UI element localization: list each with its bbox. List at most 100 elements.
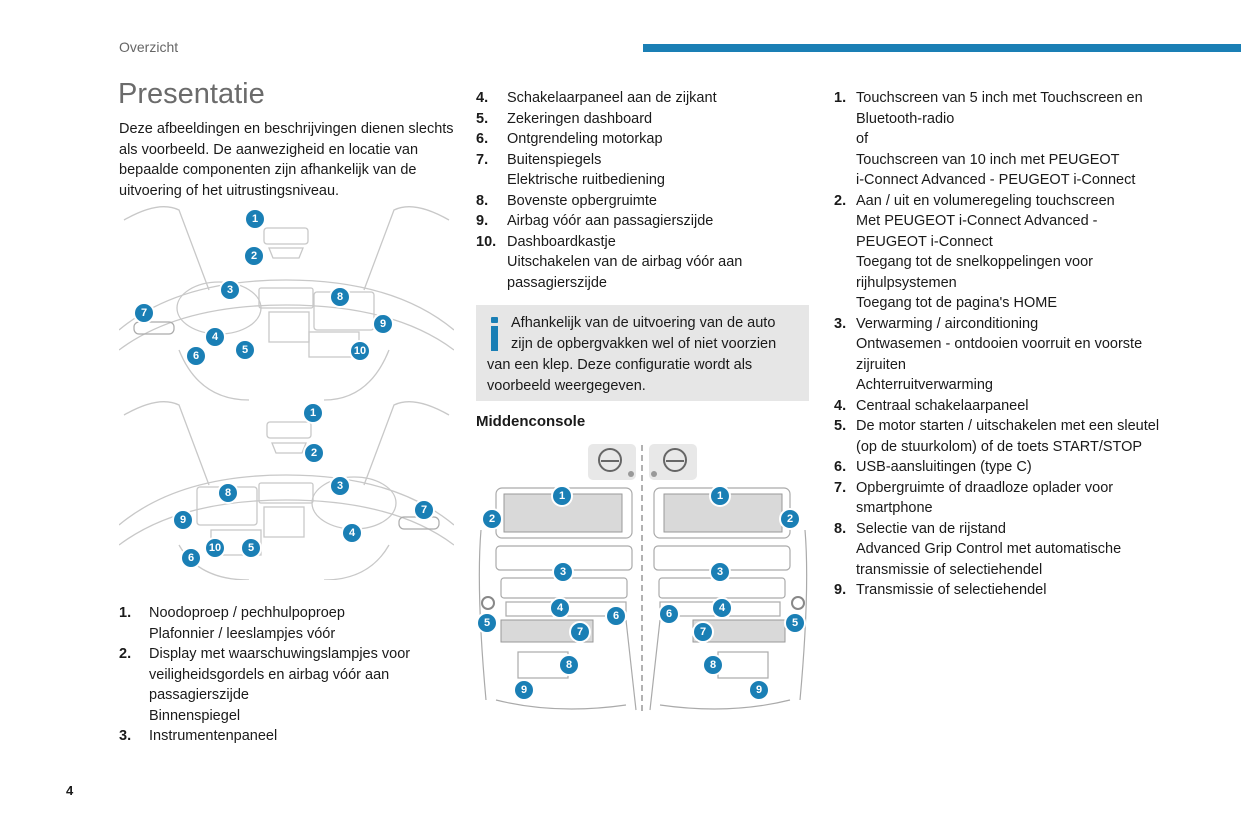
console-illustration: 1 2 3 4 5 6 7 8 9 1 2 3 4 5 6 7 8 9: [476, 444, 808, 712]
svg-text:7: 7: [141, 307, 147, 319]
page-title: Presentatie: [118, 78, 265, 110]
svg-text:7: 7: [577, 626, 583, 638]
svg-text:8: 8: [710, 659, 716, 671]
callout-4-top: 4: [204, 326, 226, 348]
svg-text:3: 3: [337, 480, 343, 492]
callout-5-top: 5: [234, 339, 256, 361]
info-icon: [487, 315, 503, 355]
svg-text:2: 2: [787, 513, 793, 525]
svg-text:6: 6: [666, 608, 672, 620]
note-line-4: voorbeeld weergegeven.: [487, 377, 646, 394]
svg-text:6: 6: [613, 610, 619, 622]
console-callout-8-left: 8: [558, 654, 580, 676]
legend-item-3: 3. Instrumentenpaneel: [119, 728, 278, 744]
page-number: 4: [66, 783, 74, 798]
svg-text:4: 4: [719, 602, 726, 614]
legend-item-5: 5.Zekeringen dashboard: [476, 110, 653, 127]
console-callout-6-left: 6: [605, 605, 627, 627]
callout-6-bottom: 6: [180, 547, 202, 569]
svg-text:8: 8: [337, 291, 343, 303]
callout-2-bottom: 2: [303, 442, 325, 464]
dashboard-bottom-view: [119, 401, 454, 580]
console-callout-7-left: 7: [569, 621, 591, 643]
legend-item-4: 4.Schakelaarpaneel aan de zijkant: [476, 90, 717, 106]
svg-text:8: 8: [566, 659, 572, 671]
callout-3-bottom: 3: [329, 475, 351, 497]
console-callout-1-left: 1: [551, 485, 573, 507]
svg-text:2: 2: [489, 513, 495, 525]
console-callout-6-right: 6: [658, 603, 680, 625]
console-heading: Middenconsole: [476, 413, 586, 430]
svg-text:10: 10: [354, 345, 366, 357]
dashboard-top-view: [119, 206, 454, 401]
console-callout-9-left: 9: [513, 679, 535, 701]
callout-3-top: 3: [219, 279, 241, 301]
section-header: Overzicht: [119, 39, 179, 55]
svg-text:7: 7: [700, 626, 706, 638]
steering-wheel-right-icon: [649, 444, 697, 480]
console-item-5: 5.De motor starten / uitschakelen met ee…: [834, 418, 1160, 455]
svg-text:9: 9: [756, 684, 762, 696]
callout-10-bottom: 10: [204, 537, 226, 559]
svg-text:4: 4: [212, 331, 219, 343]
callout-5-bottom: 5: [240, 537, 262, 559]
console-callout-4-left: 4: [549, 597, 571, 619]
console-item-1: 1.Touchscreen van 5 inch met Touchscreen…: [834, 90, 1143, 188]
note-line-3: van een klep. Deze configuratie wordt al…: [487, 357, 753, 373]
note-line-1: Afhankelijk van de uitvoering van de aut…: [511, 315, 776, 331]
console-item-4: 4.Centraal schakelaarpaneel: [834, 397, 1029, 414]
legend-item-8: 8.Bovenste opbergruimte: [476, 192, 657, 209]
svg-text:5: 5: [242, 344, 248, 356]
svg-text:4: 4: [557, 602, 564, 614]
right-legend-list: 1.Touchscreen van 5 inch met Touchscreen…: [834, 88, 1169, 601]
callout-1-top: 1: [244, 208, 266, 230]
console-callout-7-right: 7: [692, 621, 714, 643]
callout-7-bottom: 7: [413, 499, 435, 521]
callout-7-top: 7: [133, 302, 155, 324]
callout-10-top: 10: [349, 340, 371, 362]
svg-text:5: 5: [248, 542, 254, 554]
info-note: Afhankelijk van de uitvoering van de aut…: [476, 305, 809, 401]
console-callout-4-right: 4: [711, 597, 733, 619]
legend-item-9: 9.Airbag vóór aan passagierszijde: [476, 213, 714, 229]
console-callout-5-left: 5: [476, 612, 498, 634]
svg-text:3: 3: [560, 566, 566, 578]
dashboard-illustration: 1 2 3 4 5 6 7 8 9 10 1 2 3 4 5 6 7 8 9 1…: [119, 206, 454, 580]
middle-legend-list: 4.Schakelaarpaneel aan de zijkant 5.Zeke…: [476, 88, 811, 293]
console-item-9: 9.Transmissie of selectiehendel: [834, 582, 1047, 598]
svg-text:1: 1: [252, 213, 258, 225]
callout-4-bottom: 4: [341, 522, 363, 544]
legend-item-6: 6.Ontgrendeling motorkap: [476, 131, 663, 147]
callout-9-top: 9: [372, 313, 394, 335]
callout-2-top: 2: [243, 245, 265, 267]
svg-text:9: 9: [380, 318, 386, 330]
console-item-6: 6.USB-aansluitingen (type C): [834, 459, 1032, 475]
console-callout-8-right: 8: [702, 654, 724, 676]
svg-text:5: 5: [484, 617, 490, 629]
svg-text:5: 5: [792, 617, 798, 629]
svg-text:6: 6: [188, 552, 194, 564]
svg-text:8: 8: [225, 487, 231, 499]
callout-1-bottom: 1: [302, 402, 324, 424]
callout-9-bottom: 9: [172, 509, 194, 531]
svg-text:9: 9: [180, 514, 186, 526]
callout-8-bottom: 8: [217, 482, 239, 504]
console-item-2: 2.Aan / uit en volumeregeling touchscree…: [834, 192, 1115, 312]
svg-text:3: 3: [227, 284, 233, 296]
steering-wheel-left-icon: [588, 444, 636, 480]
console-callout-2-right: 2: [779, 508, 801, 530]
svg-text:6: 6: [193, 350, 199, 362]
console-callout-9-right: 9: [748, 679, 770, 701]
svg-text:3: 3: [717, 566, 723, 578]
svg-text:10: 10: [209, 542, 221, 554]
header-accent-bar: [643, 44, 1241, 52]
console-callout-5-right: 5: [784, 612, 806, 634]
svg-text:4: 4: [349, 527, 356, 539]
console-item-7: 7.Opbergruimte of draadloze oplader voor…: [834, 479, 1114, 517]
console-callout-3-right: 3: [709, 561, 731, 583]
svg-text:1: 1: [717, 490, 723, 502]
